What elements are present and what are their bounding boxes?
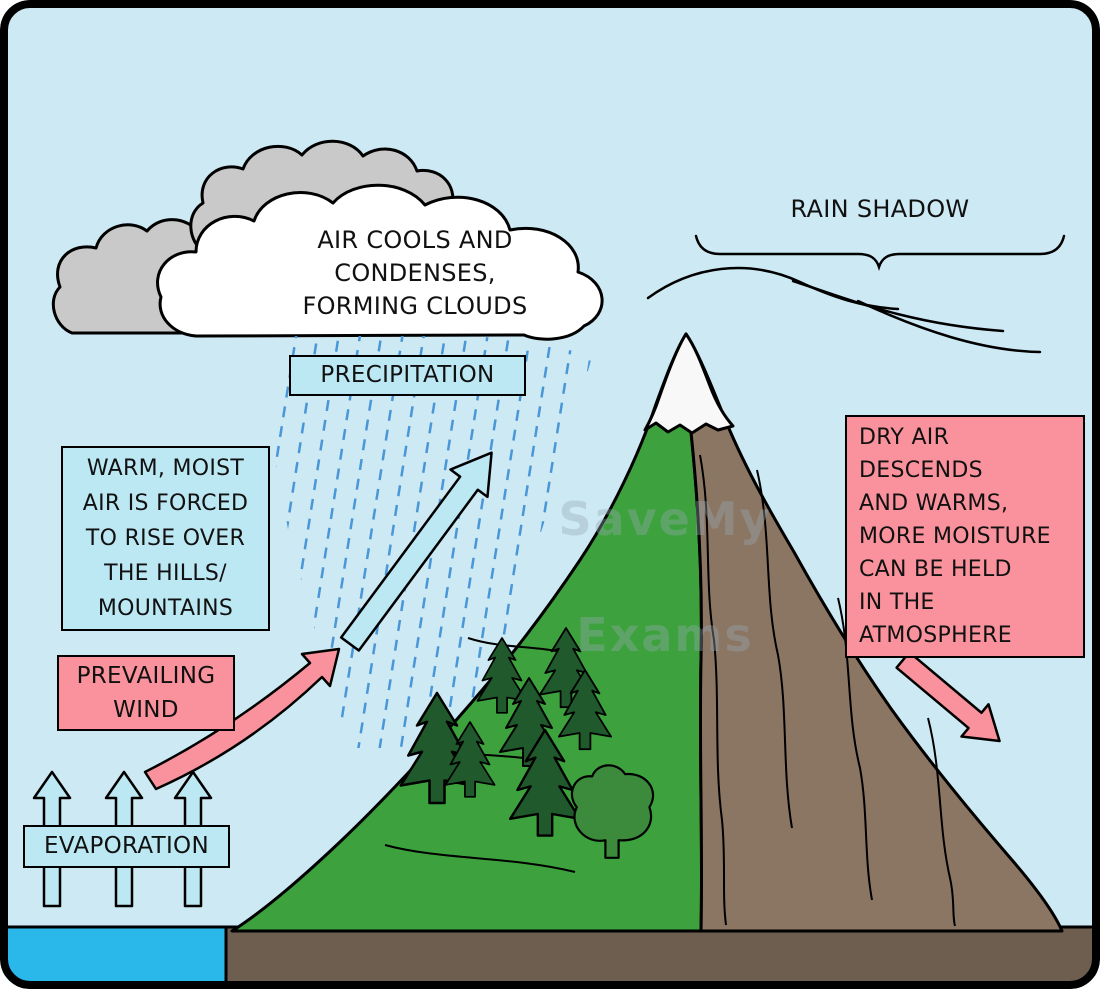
prevailing-wind-box: PREVAILING WIND (57, 655, 235, 731)
wind-lines (646, 266, 1042, 354)
snow-cap (643, 332, 735, 435)
prevailing-wind-arrow (143, 647, 341, 791)
watermark-line2: Exams (576, 608, 754, 662)
water (2, 925, 228, 989)
watermark: SaveMy Exams (540, 432, 790, 722)
rain-shadow-brace (694, 234, 1066, 271)
cloud-caption: AIR COOLS AND CONDENSES, FORMING CLOUDS (302, 226, 528, 320)
precipitation-box: PRECIPITATION (289, 355, 526, 396)
descending-air-arrow (895, 651, 1001, 743)
rain-shadow-label: RAIN SHADOW (790, 195, 970, 223)
rising-air-arrow (339, 451, 493, 652)
evaporation-box: EVAPORATION (23, 825, 230, 868)
dry-air-box: DRY AIR DESCENDS AND WARMS, MORE MOISTUR… (845, 415, 1085, 658)
ground (224, 925, 1098, 989)
cloud (156, 183, 604, 341)
watermark-line1: SaveMy (558, 492, 772, 546)
mountain-leeward (684, 332, 1064, 933)
warm-moist-air-box: WARM, MOIST AIR IS FORCED TO RISE OVER T… (61, 446, 270, 631)
